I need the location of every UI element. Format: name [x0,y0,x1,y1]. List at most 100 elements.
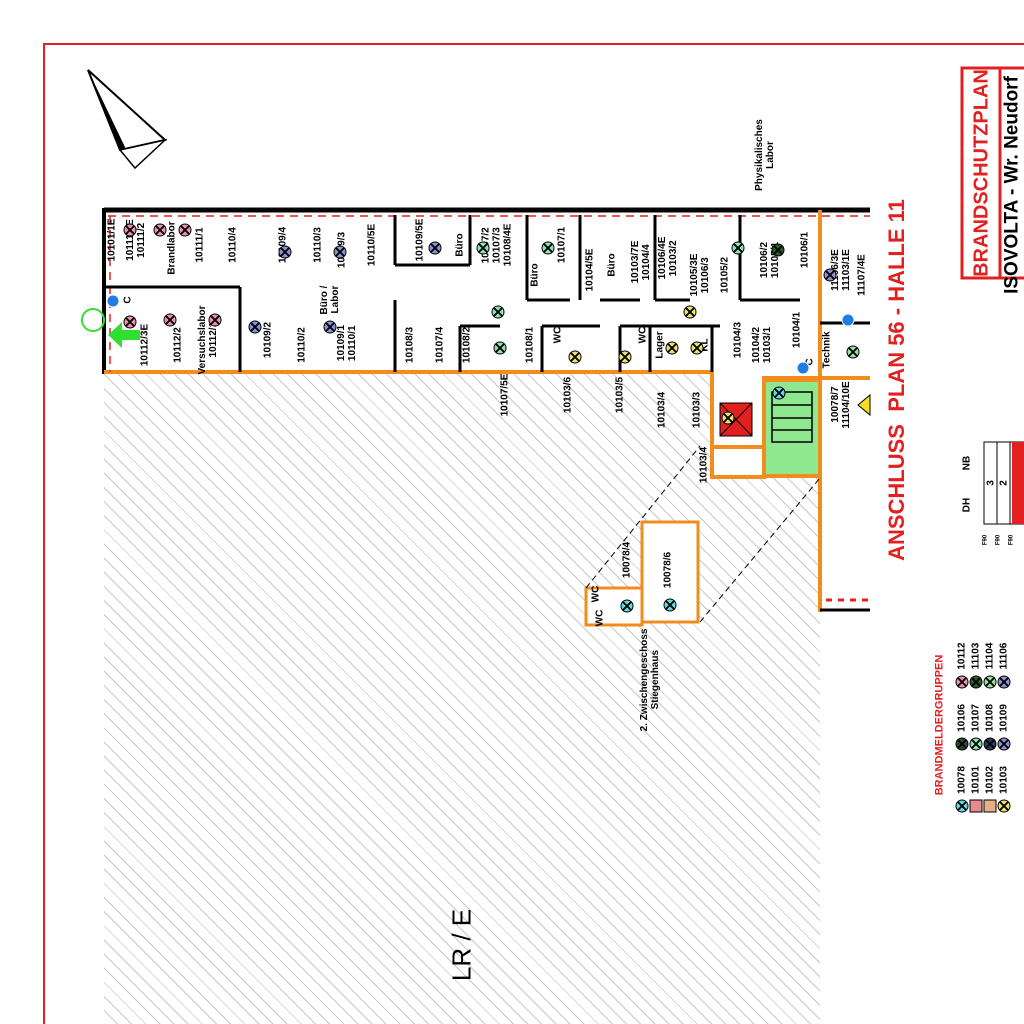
smoke-detector-icon [663,598,677,612]
room-label: Büro [454,233,466,257]
room-label: 10107/4 [434,326,446,364]
legend-swatch-icon [983,799,997,813]
smoke-detector-icon [772,386,786,400]
smoke-detector-icon [731,241,745,255]
legend-item: 11103 [970,642,982,670]
legend-item: 10106 [956,704,968,732]
hatched-outside-area [104,372,820,1024]
room-label: 10105/3E 10106/3 [689,253,711,297]
table-cell: 2 [998,480,1010,486]
room-label: 10109/2 [262,321,274,359]
room-label: 10109/1 10110/1 [336,324,358,362]
legend-item: 10103 [998,766,1010,794]
exit-arrow-icon [108,322,140,348]
room-label: Technik [821,331,833,369]
room-label: 10101/1E [106,218,118,262]
smoke-detector-icon [620,599,634,613]
smoke-detector-icon [690,341,704,355]
room-label: 10078/6 [662,551,674,589]
smoke-detector-icon [153,223,167,237]
room-label: 10103/5 [614,376,626,414]
room-label: 10104/3 [732,321,744,359]
room-label: 10103/4 [656,391,668,429]
room-label: 10108/3 [404,326,416,364]
room-label: 10107/5E [499,373,511,417]
plan-title: BRANDSCHUTZPLAN [970,69,993,277]
room-label: 10103/4 [698,446,710,484]
smoke-detector-icon [491,305,505,319]
room-label: 10107/1 [556,226,568,264]
smoke-detector-icon [618,350,632,364]
room-label: 10108/2 [461,326,473,364]
smoke-detector-icon [665,341,679,355]
room-label: WC [594,609,606,627]
room-label: 10106/1 [799,231,811,269]
legend-swatch-icon [955,737,969,751]
legend-swatch-icon [955,675,969,689]
table-row-label: F90 [982,534,989,546]
extinguisher-icon [841,313,855,327]
north-arrow-icon [87,69,168,170]
legend-title: BRANDMELDERGRUPPEN [933,654,946,796]
extinguisher-icon [106,294,120,308]
table-row-label: F90 [1008,534,1015,546]
warning-icon [857,393,871,417]
room-label: 10078/4 [621,541,633,579]
legend-swatch-icon [969,675,983,689]
smoke-detector-icon [123,223,137,237]
legend-item: 10102 [984,766,996,794]
smoke-detector-icon [208,313,222,327]
smoke-detector-icon [178,223,192,237]
room-label: 10103/7E 10104/4 [630,240,652,284]
legend-item: 11106 [998,642,1010,670]
table-header-dh: DH [961,497,973,513]
room-label: 10112/2 [172,327,184,363]
smoke-detector-icon [721,411,735,425]
smoke-detector-icon [248,320,262,334]
legend-swatch-icon [969,737,983,751]
room-label: WC [590,585,602,603]
plan-subtitle: ISOVOLTA - Wr. Neudorf [1001,76,1023,294]
legend-item: 10078 [956,766,968,794]
room-label: Büro / Labor [319,285,341,315]
room-label: 10104/1 [791,311,803,349]
room-label: Brandlabor [166,221,178,275]
smoke-detector-icon [771,243,785,257]
plan-heading: ANSCHLUSS PLAN 56 - HALLE 11 [884,199,909,561]
room-label: 10108/1 [524,326,536,364]
legend-swatch-icon [997,675,1011,689]
legend-item: 10109 [998,704,1010,732]
room-label: Lager [654,331,666,359]
physics-lab-label: Physikalisches Labor [754,119,776,191]
table-row-label: F90 [995,534,1002,546]
room-label: 10110/3 [312,227,324,263]
room-label: Büro [529,263,541,287]
smoke-detector-icon [823,268,837,282]
assembly-point-icon [81,308,105,332]
room-label: Büro [606,253,618,277]
smoke-detector-icon [123,315,137,329]
room-label: 10109/5E [414,218,426,262]
room-label: 10078/7 11104/10E [830,381,852,429]
extinguisher-icon [796,361,810,375]
room-label: 10112/3E [139,323,151,367]
room-label: 10106/4E 10103/2 [657,236,679,280]
legend-swatch-icon [983,675,997,689]
room-label: C [122,296,134,304]
room-label: WC [637,326,649,344]
legend-swatch-icon [997,737,1011,751]
table-cell: 3 [985,480,997,486]
legend-swatch-icon [997,799,1011,813]
smoke-detector-icon [683,305,697,319]
room-label: 10104/5E [584,248,596,292]
smoke-detector-icon [333,245,347,259]
smoke-detector-icon [476,241,490,255]
legend-item: 10108 [984,704,996,732]
room-label: 10110/2 [296,327,308,363]
area-label: LR / E [446,908,477,982]
legend-swatch-icon [955,799,969,813]
legend-item: 10112 [956,642,968,670]
room-label: WC [552,326,564,344]
legend-swatch-icon [969,799,983,813]
